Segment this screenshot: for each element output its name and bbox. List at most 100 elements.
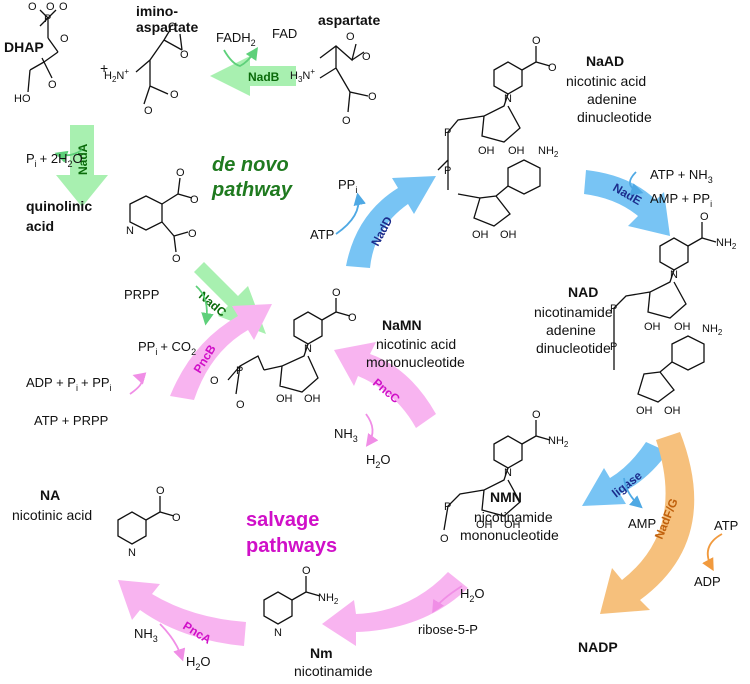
svg-text:O: O (190, 194, 199, 206)
nad-abbr: NAD (568, 284, 598, 300)
svg-text:P: P (444, 165, 451, 177)
nm-name: nicotinamide (294, 663, 373, 679)
svg-text:O: O (48, 79, 57, 91)
na-name: nicotinic acid (12, 507, 92, 523)
svg-text:O: O (342, 115, 351, 127)
pncc-h2o: H2O (366, 452, 391, 470)
svg-text:HO: HO (14, 93, 31, 105)
pncc-arrow (334, 342, 436, 428)
ligase-amp: AMP (628, 516, 656, 531)
nadc-curl (195, 285, 214, 326)
pncb-input: ATP + PRPP (34, 413, 108, 428)
nm-structure: N NH2 O (263, 565, 339, 639)
quinolinic-label-2: acid (26, 218, 54, 234)
svg-text:O: O (236, 399, 245, 411)
pncc-curl (365, 413, 379, 447)
nade-arrow (584, 170, 670, 236)
nad-name-2: adenine (546, 322, 596, 338)
svg-text:O: O (362, 51, 371, 63)
pncb-curl (129, 372, 147, 395)
nada-curl (54, 149, 83, 163)
nad-name-3: dinucleotide (536, 340, 611, 356)
svg-text:N: N (304, 343, 312, 355)
quinolinic-label-1: quinolinic (26, 198, 92, 214)
nadb-fad: FAD (272, 26, 297, 41)
nadfg-atp: ATP (714, 518, 738, 533)
svg-text:O: O (346, 31, 355, 43)
svg-text:OH: OH (304, 393, 321, 405)
svg-text:P: P (444, 501, 451, 513)
pncb-arrow (170, 304, 272, 400)
nadb-curl (223, 47, 258, 67)
svg-text:O: O (172, 512, 181, 524)
svg-text:O: O (180, 49, 189, 61)
svg-text:N: N (128, 547, 136, 559)
nad-name-1: nicotinamide (534, 304, 613, 320)
nadd-atp: ATP (310, 227, 334, 242)
nadd-ppi: PPi (338, 177, 357, 195)
salvage-label-line1: salvage (246, 509, 319, 531)
svg-text:OH: OH (478, 145, 495, 157)
svg-text:P: P (236, 365, 243, 377)
pnca-arrow (118, 580, 246, 646)
naad-name-3: dinucleotide (577, 109, 652, 125)
naad-name-1: nicotinic acid (566, 73, 646, 89)
plus-sign: + (100, 60, 108, 76)
nm-abbr: Nm (310, 645, 333, 661)
namn-abbr: NaMN (382, 317, 422, 333)
nad-nh2-top: NH2 (716, 237, 737, 251)
nadd-arrow (346, 176, 436, 268)
iminoaspartate-label-1: imino- (136, 3, 178, 19)
svg-text:O: O (532, 35, 541, 47)
nm-h2o: H2O (460, 586, 485, 604)
svg-text:O: O (28, 1, 37, 13)
svg-text:O: O (168, 21, 177, 33)
nadb-arrow (210, 56, 296, 96)
nm-nh2: NH2 (318, 592, 339, 606)
svg-text:P: P (444, 127, 451, 139)
svg-text:N: N (126, 225, 134, 237)
aspartate-structure: O O O O H3N+ (290, 31, 377, 127)
svg-text:O: O (156, 485, 165, 497)
dhap-label: DHAP (4, 39, 44, 55)
nadc-byproducts: PPi+ CO2 (138, 339, 196, 357)
svg-text:N: N (504, 93, 512, 105)
namn-name-2: mononucleotide (366, 354, 465, 370)
nadfg-adp: ADP (694, 574, 721, 589)
naad-nh2: NH2 (538, 145, 559, 159)
nmn-structure: N NH2 O OH OH P O (440, 409, 569, 545)
svg-text:O: O (440, 533, 449, 545)
nadd-curl (335, 192, 366, 235)
namn-name-1: nicotinic acid (376, 336, 456, 352)
svg-text:OH: OH (644, 321, 661, 333)
nadb-fadh2: FADH2 (216, 30, 256, 48)
iminoaspartate-label-2: aspartate (136, 19, 198, 35)
nade-output: AMP + PPi (650, 191, 712, 209)
iminoaspartate-h2n: H2N+ (104, 67, 129, 84)
nmn-to-nm-arrow (322, 572, 468, 646)
svg-text:O: O (176, 167, 185, 179)
nade-curl (629, 171, 644, 196)
svg-text:O: O (700, 211, 709, 223)
svg-text:OH: OH (500, 229, 517, 241)
svg-text:O: O (210, 375, 219, 387)
svg-text:OH: OH (674, 321, 691, 333)
svg-text:N: N (504, 467, 512, 479)
svg-text:OH: OH (508, 145, 525, 157)
svg-text:N: N (274, 627, 282, 639)
svg-text:OH: OH (476, 519, 493, 531)
denovo-label-line2: pathway (211, 179, 293, 201)
nade-input: ATP + NH3 (650, 167, 713, 185)
aspartate-label: aspartate (318, 12, 380, 28)
pnca-h2o: H2O (186, 654, 211, 672)
pnca-curl (159, 623, 186, 662)
svg-text:P: P (610, 303, 617, 315)
nadp-label: NADP (578, 639, 618, 655)
quinolinic-structure: N O O O O (126, 167, 199, 265)
svg-text:N: N (670, 269, 678, 281)
svg-text:OH: OH (664, 405, 681, 417)
dhap-structure: O O O P O O HO (14, 1, 69, 105)
svg-text:O: O (188, 228, 197, 240)
nada-byproducts: Pi+ 2H2O (26, 151, 83, 169)
svg-text:OH: OH (472, 229, 489, 241)
